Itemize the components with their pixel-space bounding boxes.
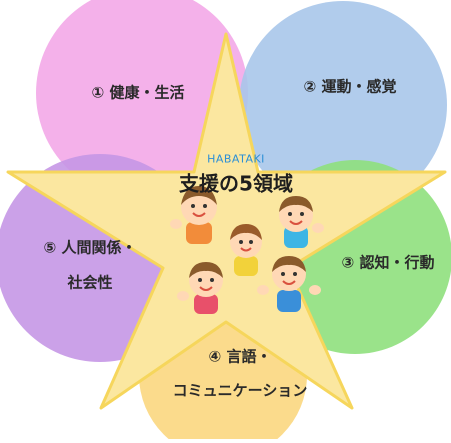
domain-label-language: ④ 言語・ bbox=[208, 347, 272, 366]
domain-circle-health bbox=[36, 0, 248, 199]
diagram-title: 支援の5領域 bbox=[179, 171, 293, 196]
child-icon bbox=[230, 224, 262, 276]
domain-label-relations-line2: 社会性 bbox=[67, 273, 113, 292]
domain-circle-motor bbox=[239, 1, 447, 209]
domain-label-relations: ⑤ 人間関係・ bbox=[43, 238, 137, 257]
central-star bbox=[6, 32, 447, 410]
domain-label-motor: ② 運動・感覚 bbox=[303, 77, 397, 96]
child-icon bbox=[279, 196, 324, 248]
child-icon bbox=[177, 262, 223, 314]
domain-label-cognition: ③ 認知・行動 bbox=[341, 253, 435, 272]
child-icon bbox=[170, 186, 217, 244]
brand-tag: HABATAKI bbox=[207, 152, 265, 166]
domain-label-health: ① 健康・生活 bbox=[91, 83, 185, 102]
child-icon bbox=[257, 256, 321, 312]
domain-label-language-line2: コミュニケーション bbox=[172, 381, 308, 400]
children-illustration bbox=[170, 186, 324, 314]
